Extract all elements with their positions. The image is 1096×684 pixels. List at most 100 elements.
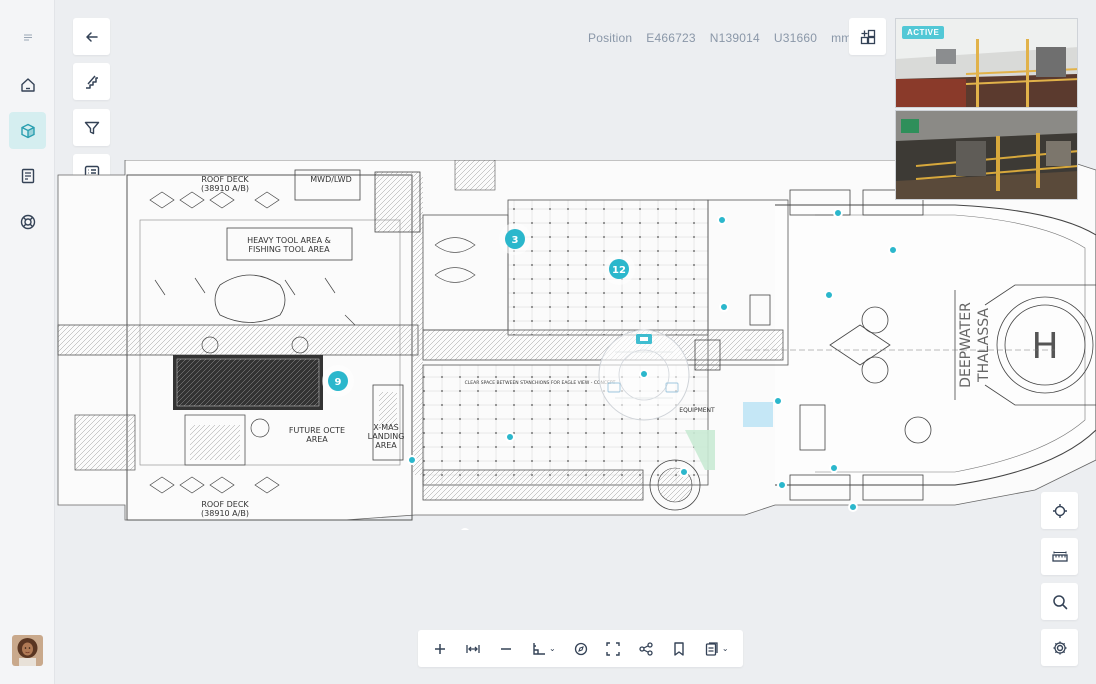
label-vessel-name-1: DEEPWATER — [958, 302, 974, 388]
position-up: U31660 — [773, 31, 818, 45]
label-roof-deck-top-sub: (38910 A/B) — [201, 184, 249, 193]
location-markers[interactable] — [407, 208, 898, 530]
user-avatar[interactable] — [12, 635, 43, 666]
zoom-out-button[interactable] — [498, 641, 514, 657]
search-icon — [1052, 594, 1067, 609]
lifebuoy-icon — [20, 214, 35, 229]
layers-button[interactable] — [73, 63, 110, 100]
clipboard-icon — [705, 641, 718, 656]
avatar-photo — [12, 635, 43, 666]
preview-image — [896, 111, 1077, 199]
label-heavy-tool-1: HEAVY TOOL AREA & — [247, 236, 331, 245]
label-roof-deck-bottom-sub: (38910 A/B) — [201, 509, 249, 518]
sidebar — [0, 0, 55, 684]
bookmark-button[interactable] — [671, 641, 687, 657]
documents-button[interactable] — [9, 157, 46, 194]
label-equipment: EQUIPMENT — [679, 407, 715, 414]
label-mwd-lwd: MWD/LWD — [310, 175, 351, 184]
marker[interactable] — [888, 245, 898, 255]
marker[interactable] — [719, 302, 729, 312]
marker[interactable] — [461, 528, 469, 530]
label-heavy-tool-2: FISHING TOOL AREA — [248, 245, 330, 254]
cluster-marker[interactable]: 12 — [603, 253, 635, 285]
fit-width-icon — [466, 644, 480, 653]
label-clear-space: CLEAR SPACE BETWEEN STANCHIONS FOR EAGLE… — [465, 380, 616, 386]
fit-width-button[interactable] — [465, 641, 481, 657]
label-xmas-2: LANDING — [368, 432, 405, 441]
active-badge: ACTIVE — [902, 26, 945, 39]
marker[interactable] — [777, 480, 787, 490]
camera-focus[interactable] — [598, 329, 690, 421]
search-button[interactable] — [1041, 583, 1078, 620]
marker[interactable] — [505, 432, 515, 442]
document-icon — [21, 168, 34, 183]
marker[interactable] — [829, 463, 839, 473]
compass-icon — [574, 642, 587, 655]
preview-image — [896, 19, 1077, 107]
camera-preview-secondary[interactable] — [895, 110, 1078, 200]
label-xmas-3: AREA — [375, 441, 397, 450]
cluster-marker[interactable]: 3 — [499, 223, 531, 255]
marker[interactable] — [773, 396, 783, 406]
marker[interactable] — [824, 290, 834, 300]
chevron-down-icon: ⌄ — [548, 644, 556, 653]
reports-select[interactable]: ⌄ — [704, 641, 729, 657]
marker[interactable] — [848, 502, 858, 512]
fullscreen-icon — [606, 641, 621, 656]
label-xmas-1: X-MAS — [373, 423, 398, 432]
zoom-in-button[interactable] — [432, 641, 448, 657]
compass-button[interactable] — [573, 641, 589, 657]
share-icon — [639, 641, 653, 656]
filter-icon — [84, 121, 99, 134]
measure-button[interactable] — [1041, 538, 1078, 575]
gear-icon — [1053, 641, 1066, 654]
menu-button[interactable] — [9, 18, 46, 55]
back-button[interactable] — [73, 18, 110, 55]
marker[interactable] — [407, 455, 417, 465]
marker[interactable] — [679, 467, 689, 477]
settings-button[interactable] — [1041, 629, 1078, 666]
grid-add-icon — [860, 29, 875, 44]
locate-button[interactable] — [1041, 492, 1078, 529]
filter-button[interactable] — [73, 109, 110, 146]
cube-icon — [20, 123, 35, 138]
position-readout: Position E466723 N139014 U31660 mm — [588, 30, 862, 46]
marker[interactable] — [833, 208, 843, 218]
position-northing: N139014 — [709, 31, 760, 45]
menu-icon — [23, 34, 32, 40]
cluster-marker[interactable]: 9 — [322, 365, 354, 397]
label-vessel-name-2: THALASSA — [976, 308, 992, 383]
arrow-left-icon — [85, 31, 98, 42]
model-view-button[interactable] — [9, 112, 46, 149]
level-icon — [533, 642, 545, 655]
position-label: Position — [588, 31, 633, 45]
support-button[interactable] — [9, 203, 46, 240]
minus-icon — [501, 647, 512, 650]
label-roof-deck-bottom: ROOF DECK — [201, 500, 249, 509]
stairs-icon — [85, 75, 98, 89]
label-future-octe-2: AREA — [306, 435, 328, 444]
home-icon — [20, 77, 35, 92]
svg-text:H: H — [1031, 326, 1058, 367]
floorplan[interactable]: H ROOF DECK (38910 A/B) MWD/LWD HEAVY TO… — [55, 160, 1096, 530]
label-future-octe-1: FUTURE OCTE — [289, 426, 345, 435]
ruler-icon — [1051, 551, 1068, 562]
label-roof-deck-top: ROOF DECK — [201, 175, 249, 184]
bottom-toolbar: ⌄ ⌄ — [418, 630, 743, 667]
cluster-count: 12 — [612, 265, 626, 276]
crosshair-icon — [1052, 503, 1067, 518]
share-button[interactable] — [638, 641, 654, 657]
add-view-button[interactable] — [849, 18, 886, 55]
marker[interactable] — [717, 215, 727, 225]
position-easting: E466723 — [646, 31, 696, 45]
cluster-count: 3 — [512, 235, 519, 246]
chevron-down-icon: ⌄ — [721, 644, 729, 653]
fullscreen-button[interactable] — [605, 641, 621, 657]
unit-value: mm — [831, 31, 852, 45]
bookmark-icon — [674, 641, 684, 656]
plus-icon — [435, 643, 446, 654]
cluster-count: 9 — [335, 377, 342, 388]
level-select[interactable]: ⌄ — [531, 641, 556, 657]
camera-preview-active[interactable]: ACTIVE — [895, 18, 1078, 108]
home-button[interactable] — [9, 66, 46, 103]
